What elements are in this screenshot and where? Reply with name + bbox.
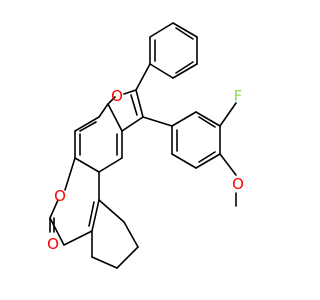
atom-labels: O O O F O: [47, 87, 244, 253]
molecule-structure: O O O F O: [47, 22, 244, 269]
fluoromethoxyphenyl-ring: [171, 111, 221, 169]
fluorine-bond: [219, 102, 237, 127]
methoxy-bond: [219, 153, 237, 176]
cyclopentane-ring: [91, 199, 139, 269]
aryl-furan-bond: [142, 116, 173, 127]
phenyl-furan-bond: [135, 63, 151, 91]
furan-ring: [107, 89, 144, 132]
fluorine-label: F: [234, 87, 243, 105]
central-benzene-ring: [74, 103, 123, 173]
pyranone-ring: [49, 157, 100, 246]
molecule-canvas: O O O F O: [47, 22, 244, 269]
carbonyl-bond: [49, 217, 55, 233]
carbonyl-oxygen-label: O: [47, 235, 59, 253]
methoxy-oxygen-label: O: [232, 175, 244, 193]
pyranone-ring-oxygen-label: O: [54, 187, 66, 205]
furan-oxygen-label: O: [111, 87, 123, 105]
phenyl-ring: [149, 22, 198, 79]
